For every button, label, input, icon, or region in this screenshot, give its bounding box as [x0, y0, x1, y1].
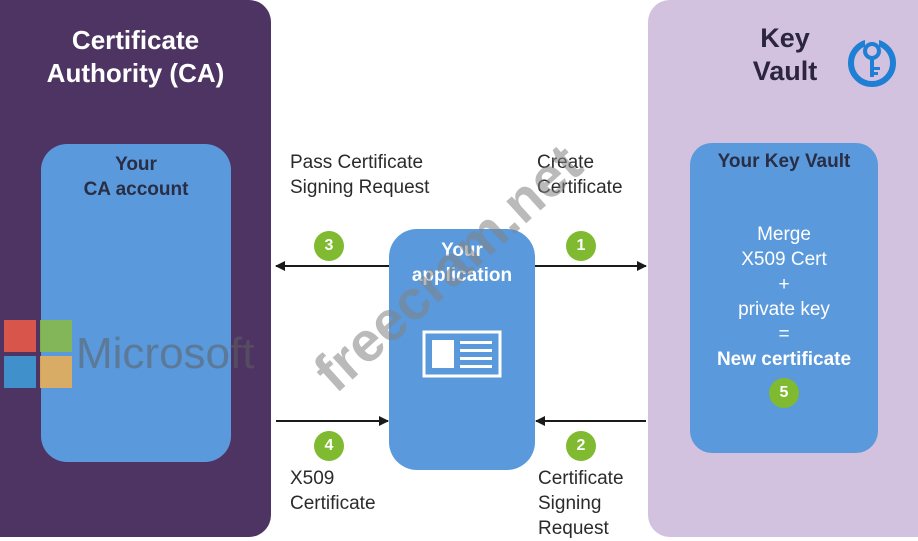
merge-line-2: X509 Cert: [741, 249, 827, 270]
step-2-line2: Signing: [538, 493, 602, 514]
key-vault-title-line1: Key: [760, 23, 810, 53]
ca-account-box: [41, 144, 231, 462]
step-1-badge: 1: [566, 231, 596, 261]
ca-account-line1: Your: [115, 154, 157, 175]
step-4-line2: Certificate: [290, 493, 376, 514]
microsoft-watermark: Microsoft: [76, 329, 255, 378]
key-vault-icon: [848, 39, 896, 87]
merge-line-5: =: [778, 324, 790, 345]
step-4-line1: X509: [290, 468, 335, 489]
step-2-line3: Request: [538, 518, 609, 539]
ca-account-label: Your CA account: [41, 152, 231, 202]
merge-line-4: private key: [738, 299, 830, 320]
step-1-line2: Certificate: [537, 177, 623, 198]
key-vault-title: Key Vault: [730, 22, 840, 88]
step-1-line1: Create: [537, 152, 595, 173]
step-5-badge: 5: [769, 378, 799, 408]
merge-text: Merge X509 Cert + private key = New cert…: [690, 222, 878, 372]
application-window-icon: [422, 330, 502, 378]
step-3-label: Pass Certificate Signing Request: [290, 150, 429, 200]
step-4-badge: 4: [314, 431, 344, 461]
ca-account-line2: CA account: [83, 179, 189, 200]
application-label-line1: Your: [441, 240, 483, 261]
key-vault-title-line2: Vault: [752, 56, 818, 86]
step-2-label: Certificate Signing Request: [538, 466, 624, 541]
step-1-label: Create Certificate: [537, 150, 623, 200]
merge-line-3: +: [778, 274, 790, 295]
microsoft-logo-icon: [4, 320, 72, 388]
application-label: Your application: [389, 238, 535, 288]
step-2-badge: 2: [566, 431, 596, 461]
step-3-line1: Pass Certificate: [290, 152, 424, 173]
step-3-badge: 3: [314, 231, 344, 261]
merge-line-1: Merge: [757, 224, 811, 245]
step-2-line1: Certificate: [538, 468, 624, 489]
ca-title-line1: Certificate: [71, 25, 200, 55]
ca-title-line2: Authority (CA): [46, 58, 225, 88]
step-3-line2: Signing Request: [290, 177, 430, 198]
step-4-label: X509 Certificate: [290, 466, 376, 516]
application-label-line2: application: [411, 265, 513, 286]
new-certificate-label: New certificate: [716, 349, 852, 370]
your-key-vault-label: Your Key Vault: [717, 151, 851, 172]
ca-title: Certificate Authority (CA): [0, 24, 271, 90]
